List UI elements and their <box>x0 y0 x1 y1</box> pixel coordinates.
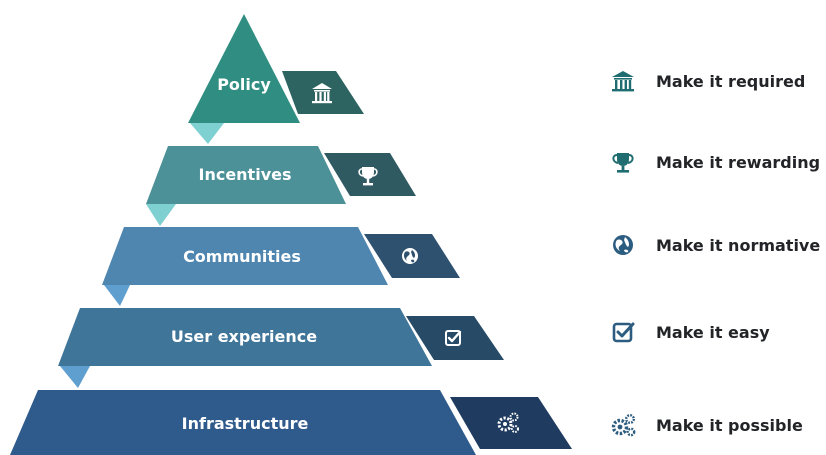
level-label-policy: Policy <box>217 75 271 94</box>
trophy-icon <box>610 149 636 175</box>
policy-tab <box>282 71 364 114</box>
user-experience-band <box>58 308 432 366</box>
fold-policy <box>190 123 224 144</box>
gears-icon <box>497 412 519 433</box>
incentives-band <box>146 146 346 204</box>
bank-icon <box>312 83 332 104</box>
legend-item-rewarding: Make it rewarding <box>610 148 820 176</box>
checkbox-icon <box>445 330 462 346</box>
policy-band <box>188 14 300 123</box>
pyramid-level-user-experience: User experience <box>58 308 504 366</box>
level-label-communities: Communities <box>183 247 301 266</box>
legend-text-possible: Make it possible <box>656 415 803 435</box>
level-label-infrastructure: Infrastructure <box>182 414 309 433</box>
legend-text-rewarding: Make it rewarding <box>656 152 821 172</box>
level-label-user-experience: User experience <box>171 327 317 346</box>
legend-text-required: Make it required <box>656 71 806 91</box>
level-label-incentives: Incentives <box>198 165 291 184</box>
gears-icon <box>610 412 636 438</box>
legend-text-easy: Make it easy <box>656 322 770 342</box>
pyramid-level-infrastructure: Infrastructure <box>10 390 572 455</box>
legend-item-normative: Make it normative <box>610 231 820 259</box>
communities-band <box>102 227 388 285</box>
pyramid-level-policy: Policy <box>188 14 364 123</box>
fold-ux <box>60 366 90 388</box>
checkbox-icon <box>610 319 636 345</box>
pyramid-level-communities: Communities <box>102 227 460 285</box>
legend-item-easy: Make it easy <box>610 318 770 346</box>
legend-item-required: Make it required <box>610 67 805 95</box>
pyramid-diagram: Infrastructure User experience Communiti… <box>10 14 572 455</box>
globe-icon <box>610 232 636 258</box>
globe-icon <box>402 248 418 264</box>
fold-communities <box>104 285 130 306</box>
legend-item-possible: Make it possible <box>610 411 803 439</box>
infrastructure-band <box>10 390 476 455</box>
fold-incentives <box>146 204 176 226</box>
trophy-icon <box>358 167 378 186</box>
legend-text-normative: Make it normative <box>656 235 821 255</box>
bank-icon <box>610 68 636 94</box>
pyramid-level-incentives: Incentives <box>146 146 416 204</box>
